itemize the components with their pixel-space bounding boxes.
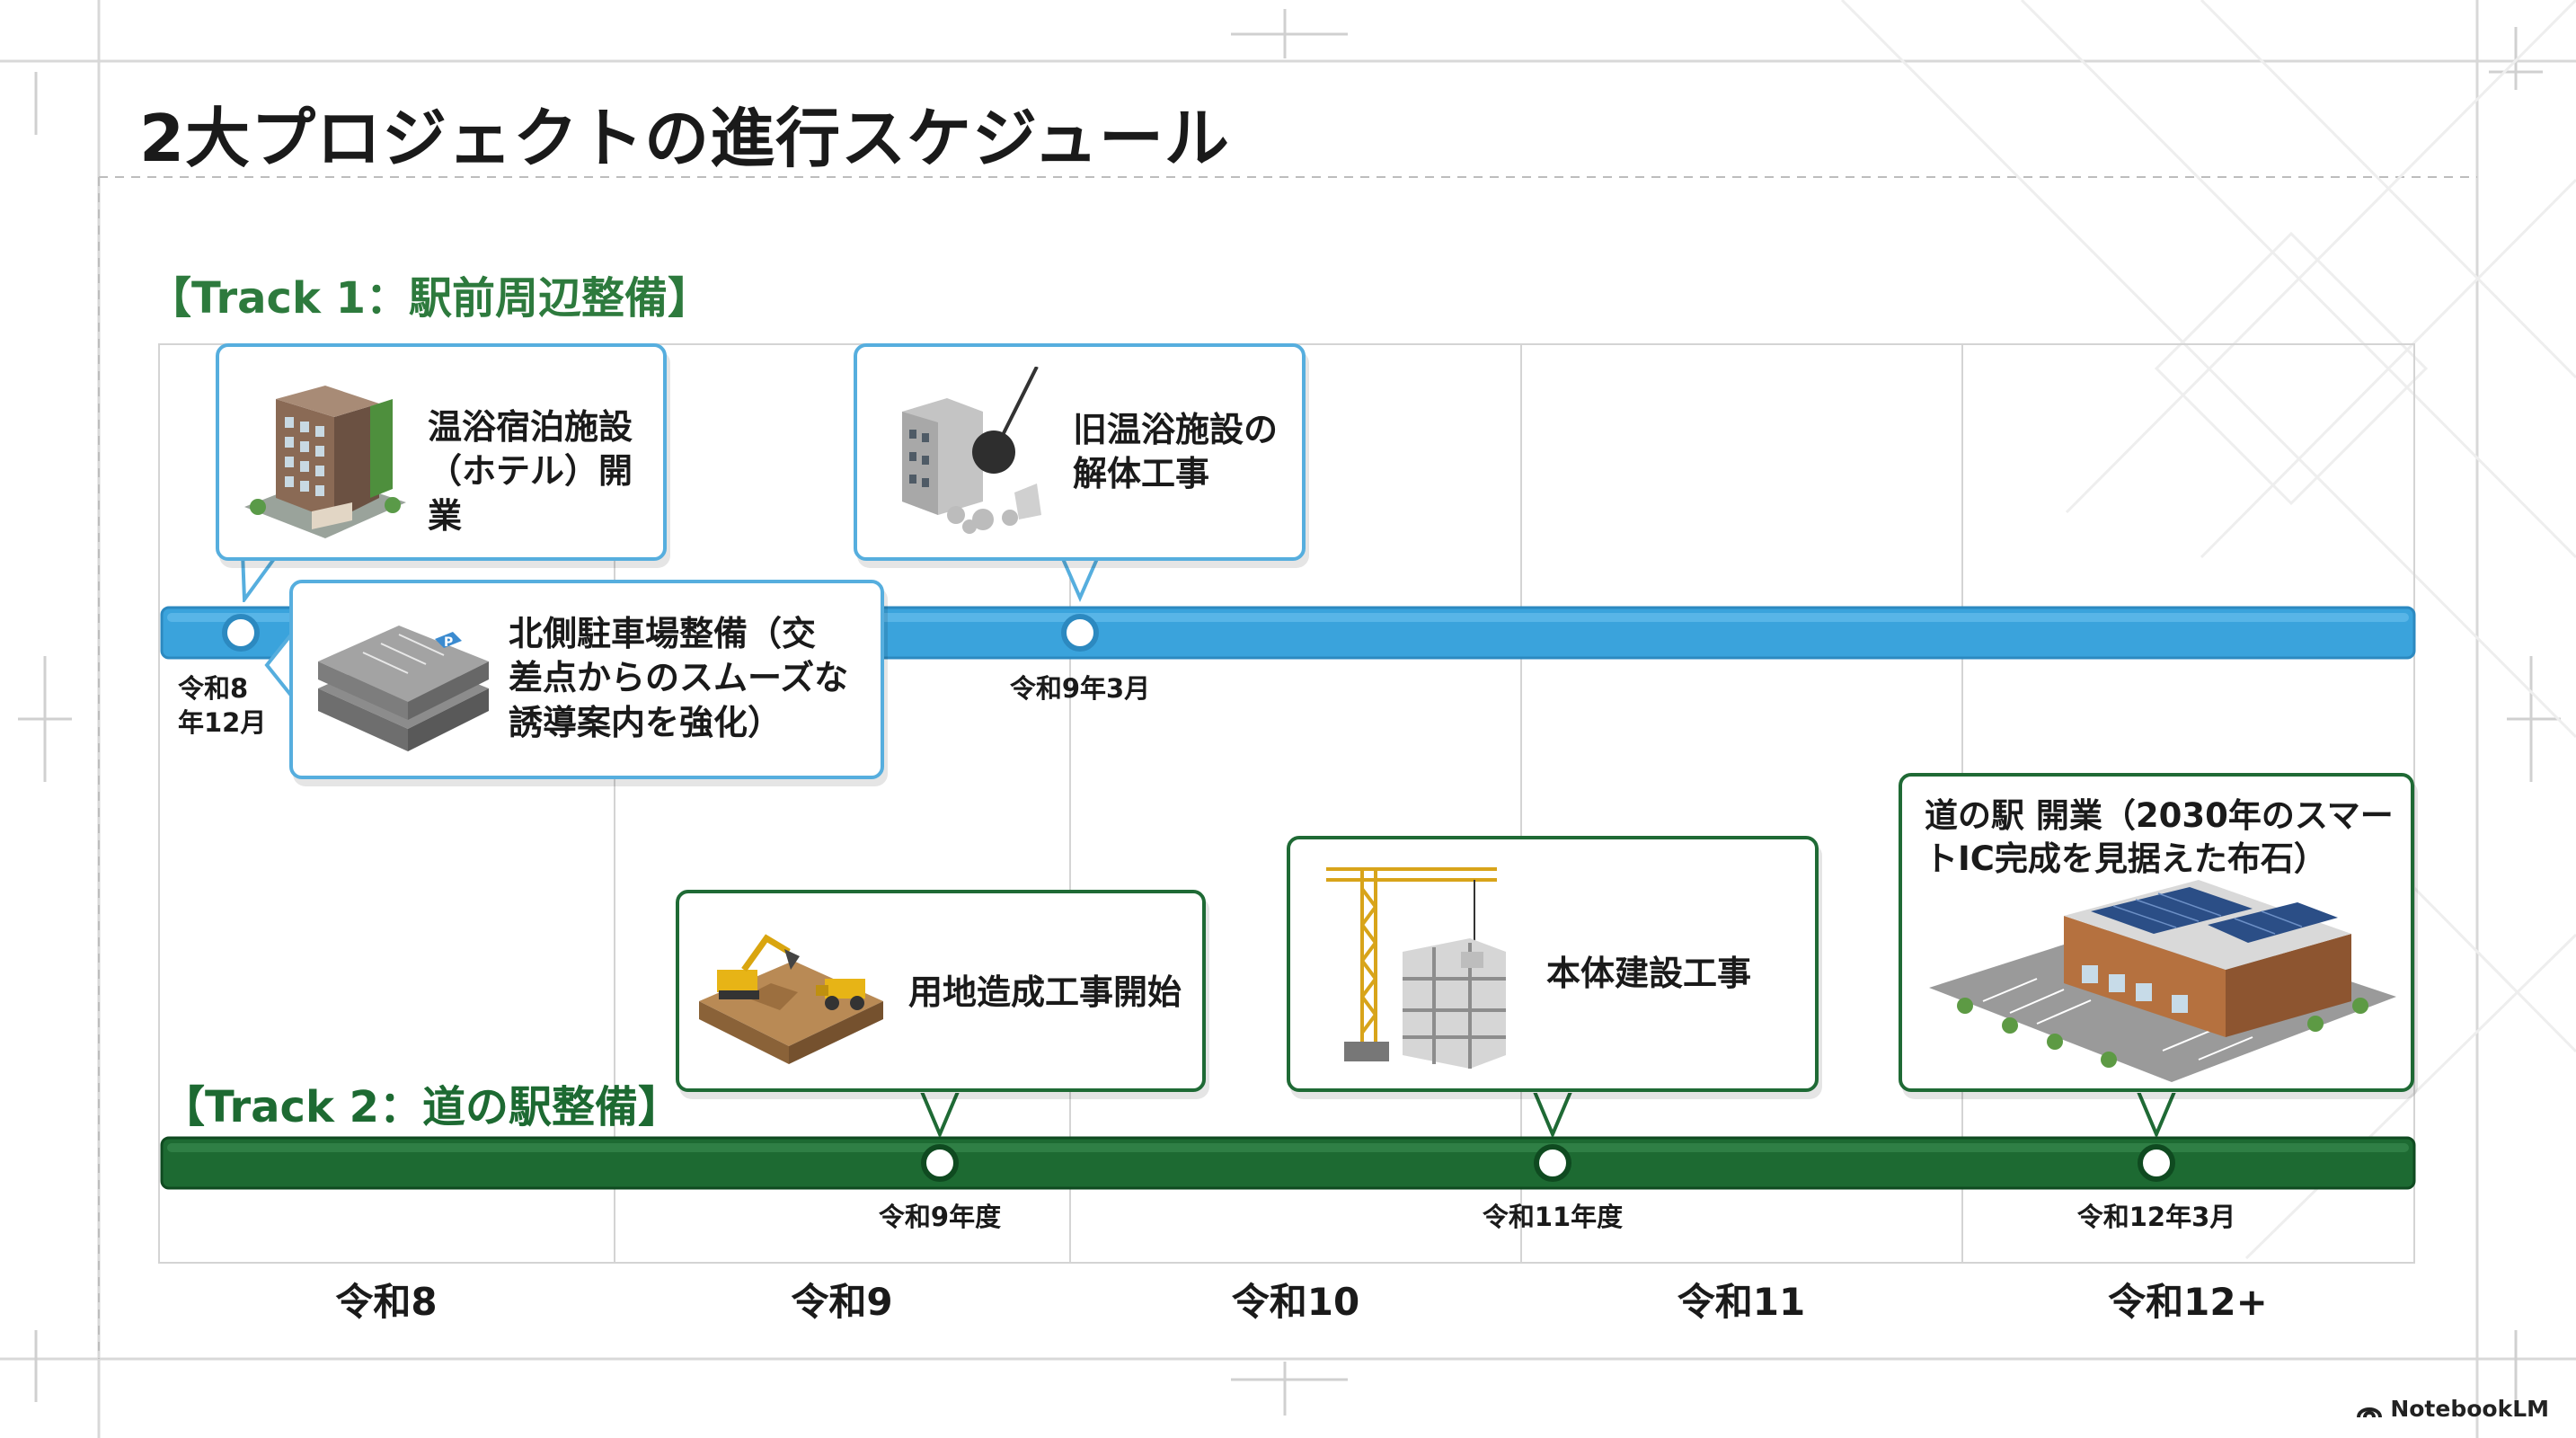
- milestone-date: 令和9年3月: [1009, 673, 1151, 704]
- callout-text: 北側駐車場整備（交 差点からのスムーズな 誘導案内を強化）: [509, 614, 849, 742]
- callout-roadside-station-opening: 道の駅 開業（2030年のスマー トIC完成を見据えた布石）: [1899, 773, 2414, 1092]
- callout-hotel: 温浴宿泊施設 （ホテル）開業: [216, 343, 667, 561]
- year-label: 令和11: [1677, 1280, 1806, 1324]
- track1-marker-2: [1061, 614, 1099, 652]
- track1-marker-1: [222, 614, 260, 652]
- callout-parking: P 北側駐車場整備（交 差点からのスムーズな 誘導案内を強化）: [289, 580, 884, 779]
- year-label: 令和10: [1231, 1280, 1360, 1324]
- callout-text: 本体建設工事: [1546, 954, 1752, 993]
- callout-text: 道の駅 開業（2030年のスマー トIC完成を見据えた布石）: [1925, 796, 2394, 879]
- track2-marker-1: [921, 1144, 959, 1182]
- hotel-building-icon: [244, 386, 406, 538]
- callout-text: 旧温浴施設の 解体工事: [1073, 410, 1279, 494]
- year-label: 令和12+: [2108, 1280, 2268, 1324]
- milestone-date: 令和9年度: [878, 1202, 1002, 1232]
- brand-name: NotebookLM: [2390, 1396, 2549, 1422]
- crane-construction-icon: [1326, 867, 1506, 1069]
- roadside-station-icon: [1929, 880, 2396, 1082]
- year-label: 令和9: [791, 1280, 893, 1324]
- callout-main-construction: 本体建設工事: [1287, 836, 1819, 1092]
- callout-pointer: [1530, 1087, 1575, 1137]
- milestone-date: 令和8 年12月: [178, 673, 267, 738]
- callout-text: 用地造成工事開始: [908, 972, 1182, 1012]
- milestone-date: 令和12年3月: [2076, 1202, 2236, 1232]
- notebooklm-icon: [2357, 1407, 2383, 1417]
- parking-garage-icon: P: [318, 626, 489, 751]
- callout-pointer: [917, 1087, 962, 1137]
- track2-title: 【Track 2：道の駅整備】: [162, 1082, 682, 1132]
- svg-text:P: P: [444, 635, 453, 650]
- callout-demolition: 旧温浴施設の 解体工事: [854, 343, 1306, 561]
- milestone-date: 令和11年度: [1482, 1202, 1624, 1232]
- demolition-icon: [902, 367, 1041, 534]
- track2-marker-2: [1534, 1144, 1571, 1182]
- year-label: 令和8: [335, 1280, 438, 1324]
- brand-logo: NotebookLM: [2356, 1396, 2549, 1422]
- page-title: 2大プロジェクトの進行スケジュール: [139, 101, 1231, 176]
- callout-land-development: 用地造成工事開始: [676, 890, 1206, 1092]
- callout-pointer: [2134, 1087, 2179, 1137]
- callout-text: 温浴宿泊施設 （ホテル）開業: [428, 407, 633, 536]
- track1-title: 【Track 1：駅前周辺整備】: [148, 273, 712, 324]
- excavator-icon: [699, 934, 883, 1064]
- track2-marker-3: [2138, 1144, 2175, 1182]
